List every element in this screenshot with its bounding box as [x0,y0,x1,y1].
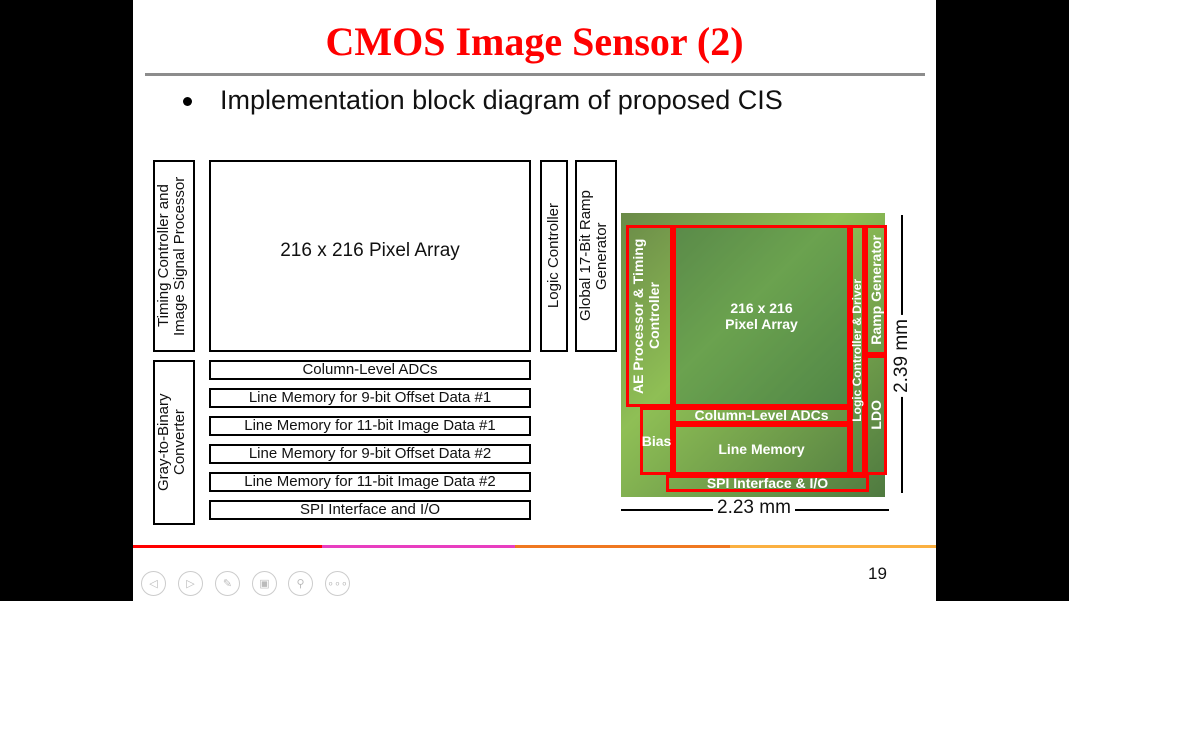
height-dimension: 2.39 mm [891,315,913,397]
chip-logic-label: Logic Controller & Driver [849,278,864,422]
footer-bar-red [133,545,322,548]
ramp-generator-block: Global 17-Bit Ramp Generator [575,160,617,352]
chip-ae-label: AE Processor & Timing Controller [629,238,662,394]
logic-label: Logic Controller [545,203,563,309]
more-options-icon[interactable]: ∘∘∘ [325,571,350,596]
diagram-row: Line Memory for 11-bit Image Data #1 [209,416,531,436]
pen-icon[interactable]: ✎ [215,571,240,596]
diagram-row: Line Memory for 9-bit Offset Data #2 [209,444,531,464]
pixel-array-label: 216 x 216 Pixel Array [280,240,460,262]
timing-label: Timing Controller and Image Signal Proce… [155,176,188,336]
chip-spi-region: SPI Interface & I/O [666,475,869,492]
slide-title: CMOS Image Sensor (2) [325,19,744,64]
bullet-text: Implementation block diagram of proposed… [220,85,783,115]
slides-icon[interactable]: ▣ [252,571,277,596]
previous-slide-icon[interactable]: ◁ [141,571,166,596]
left-letterbox [0,0,133,601]
chip-bias-region: Bias [640,407,673,475]
chip-logic-region: Logic Controller & Driver [850,225,865,475]
timing-controller-block: Timing Controller and Image Signal Proce… [153,160,195,352]
logic-controller-block: Logic Controller [540,160,568,352]
zoom-icon[interactable]: ⚲ [288,571,313,596]
footer-bar-yellow [730,545,936,548]
width-dimension: 2.23 mm [713,497,795,519]
chip-line-memory-region: Line Memory [673,424,850,475]
chip-adc-region: Column-Level ADCs [673,407,850,424]
bullet-item: Implementation block diagram of proposed… [183,85,783,116]
ramp-label: Global 17-Bit Ramp Generator [577,190,610,322]
pixel-array-block: 216 x 216 Pixel Array [209,160,531,352]
chip-ramp-label: Ramp Generator [867,235,884,345]
page-number: 19 [868,564,887,583]
chip-pixel-region: 216 x 216 Pixel Array [673,225,850,407]
chip-micrograph: AE Processor & Timing Controller 216 x 2… [621,213,887,497]
gray-to-binary-block: Gray-to-Binary Converter [153,360,195,525]
footer-bar-magenta [322,545,515,548]
diagram-row: Column-Level ADCs [209,360,531,380]
chip-pixel-label: 216 x 216 Pixel Array [725,299,798,332]
diagram-row: SPI Interface and I/O [209,500,531,520]
footer-bar-orange [515,545,730,548]
right-letterbox [936,0,1069,601]
diagram-row: Line Memory for 11-bit Image Data #2 [209,472,531,492]
diagram-row: Line Memory for 9-bit Offset Data #1 [209,388,531,408]
title-divider [145,73,925,76]
chip-ldo-region: LDO [865,355,887,475]
gray-label: Gray-to-Binary Converter [155,393,188,492]
chip-ramp-region: Ramp Generator [865,225,887,355]
next-slide-icon[interactable]: ▷ [178,571,203,596]
slide: CMOS Image Sensor (2) Implementation blo… [133,0,936,601]
bullet-icon [183,97,192,107]
chip-ldo-label: LDO [867,400,884,430]
chip-ae-region: AE Processor & Timing Controller [626,225,673,407]
